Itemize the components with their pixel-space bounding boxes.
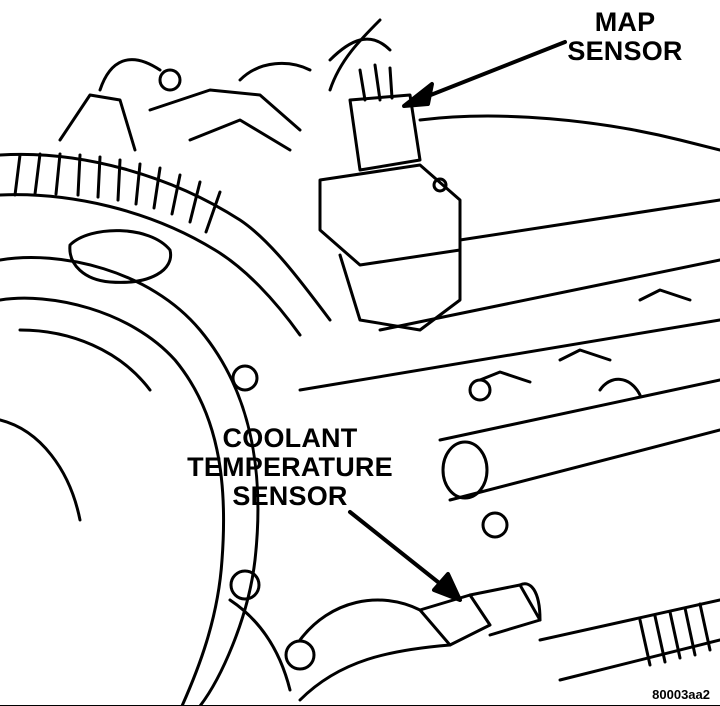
coolant-sensor-body xyxy=(298,582,542,702)
map-sensor-arrow xyxy=(402,40,567,108)
intake-manifold xyxy=(298,114,720,392)
ribbed-hose xyxy=(0,152,332,337)
upper-fittings xyxy=(58,37,392,152)
coolant-sensor-label-line-3: SENSOR xyxy=(232,481,348,512)
map-sensor-label: MAP SENSOR xyxy=(560,7,690,67)
bolts xyxy=(229,364,509,671)
coolant-sensor-arrow xyxy=(348,510,462,602)
coolant-sensor-label: COOLANT TEMPERATURE SENSOR xyxy=(180,423,400,512)
coolant-sensor-label-line-2: TEMPERATURE xyxy=(187,452,393,483)
map-sensor-body xyxy=(318,18,462,332)
throttle-body-housing xyxy=(0,256,292,706)
fuel-rail xyxy=(438,377,720,502)
heater-hose xyxy=(538,598,720,682)
coolant-sensor-label-line-1: COOLANT xyxy=(222,423,358,453)
figure-id: 80003aa2 xyxy=(652,687,710,702)
filler-cap xyxy=(68,229,173,284)
map-sensor-label-line-1: MAP xyxy=(594,7,656,37)
map-sensor-label-line-2: SENSOR xyxy=(567,36,683,67)
